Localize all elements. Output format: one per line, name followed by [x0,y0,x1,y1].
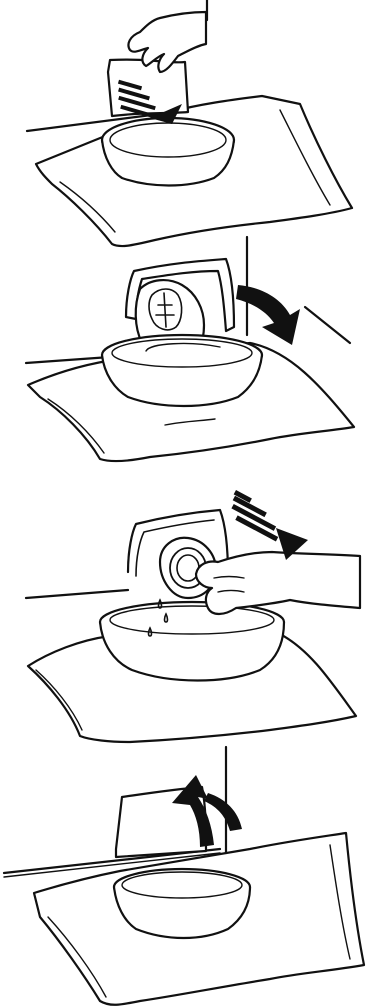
step-4-illustration [0,745,371,1008]
step-3-illustration [0,480,371,745]
step-4-close-filter-door [0,745,371,1008]
step-2-illustration [0,235,371,465]
hand-icon [196,552,360,614]
arrow-curved-down-icon [236,285,300,345]
step-1-open-filter-door [0,0,371,250]
step-1-illustration [0,0,371,250]
step-2-filter-door-open [0,235,371,465]
arrow-down-icon [231,490,308,560]
step-3-unscrew-filter [0,480,371,745]
machine-base-line [26,590,128,598]
